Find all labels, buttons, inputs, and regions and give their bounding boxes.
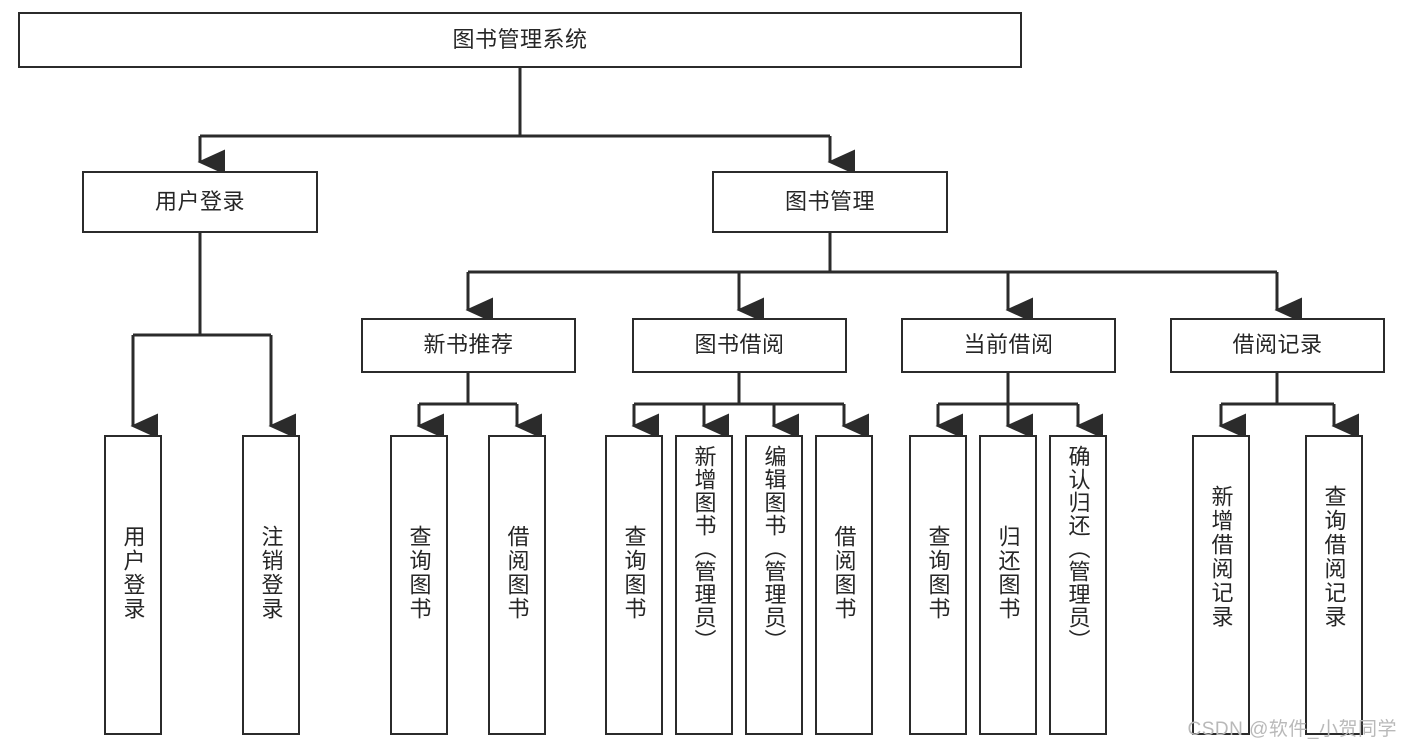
node-borrow-record[interactable]: 借阅记录 — [1170, 318, 1385, 373]
leaf-add-borrow-record[interactable]: 新增借阅记录 — [1192, 435, 1250, 735]
leaf-logout[interactable]: 注销登录 — [242, 435, 300, 735]
node-book-manage[interactable]: 图书管理 — [712, 171, 948, 233]
leaf-user-login-label: 用户登录 — [120, 525, 146, 621]
node-book-borrow-label: 图书借阅 — [694, 332, 785, 358]
node-user-login-label: 用户登录 — [154, 188, 245, 214]
edge-book-borrow-bus — [634, 373, 844, 406]
leaf-query-book-recommend-label: 查询图书 — [406, 525, 432, 621]
leaf-return-book-label: 归还图书 — [995, 525, 1021, 621]
node-root-label: 图书管理系统 — [452, 26, 588, 52]
node-root[interactable]: 图书管理系统 — [18, 12, 1022, 68]
leaf-query-book-current-label: 查询图书 — [925, 525, 951, 621]
leaf-add-book[interactable]: 新增图书（管理员） — [675, 435, 733, 735]
leaf-query-book-recommend[interactable]: 查询图书 — [390, 435, 448, 735]
edge-new-book-rec-bus — [419, 373, 517, 406]
leaf-return-book[interactable]: 归还图书 — [979, 435, 1037, 735]
leaf-query-book-borrow-label: 查询图书 — [621, 525, 647, 621]
leaf-borrow-book-label: 借阅图书 — [831, 525, 857, 621]
node-current-borrow[interactable]: 当前借阅 — [901, 318, 1116, 373]
leaf-query-book-current[interactable]: 查询图书 — [909, 435, 967, 735]
node-current-borrow-label: 当前借阅 — [963, 332, 1054, 358]
leaf-borrow-book-recommend-label: 借阅图书 — [504, 525, 530, 621]
node-new-book-recommend-label: 新书推荐 — [423, 332, 514, 358]
watermark: CSDN @软件_小贺同学 — [1187, 719, 1397, 740]
edge-book-manage-bus — [468, 233, 1277, 274]
leaf-confirm-return-label: 确认归还（管理员） — [1065, 445, 1091, 652]
edge-root-bus — [200, 68, 830, 138]
leaf-edit-book-label: 编辑图书（管理员） — [761, 445, 787, 652]
node-book-borrow[interactable]: 图书借阅 — [632, 318, 847, 373]
leaf-query-book-borrow[interactable]: 查询图书 — [605, 435, 663, 735]
leaf-add-book-label: 新增图书（管理员） — [691, 445, 717, 652]
node-borrow-record-label: 借阅记录 — [1232, 332, 1323, 358]
node-book-manage-label: 图书管理 — [784, 188, 875, 214]
leaf-borrow-book[interactable]: 借阅图书 — [815, 435, 873, 735]
leaf-query-borrow-record[interactable]: 查询借阅记录 — [1305, 435, 1363, 735]
leaf-user-login[interactable]: 用户登录 — [104, 435, 162, 735]
leaf-add-borrow-record-label: 新增借阅记录 — [1208, 485, 1234, 629]
edge-current-borrow-bus — [938, 373, 1078, 406]
leaf-borrow-book-recommend[interactable]: 借阅图书 — [488, 435, 546, 735]
leaf-edit-book[interactable]: 编辑图书（管理员） — [745, 435, 803, 735]
edge-user-login-bus — [133, 233, 271, 337]
node-new-book-recommend[interactable]: 新书推荐 — [361, 318, 576, 373]
edge-borrow-record-bus — [1221, 373, 1334, 406]
leaf-query-borrow-record-label: 查询借阅记录 — [1321, 485, 1347, 629]
leaf-confirm-return[interactable]: 确认归还（管理员） — [1049, 435, 1107, 735]
leaf-logout-label: 注销登录 — [258, 525, 284, 621]
node-user-login[interactable]: 用户登录 — [82, 171, 318, 233]
